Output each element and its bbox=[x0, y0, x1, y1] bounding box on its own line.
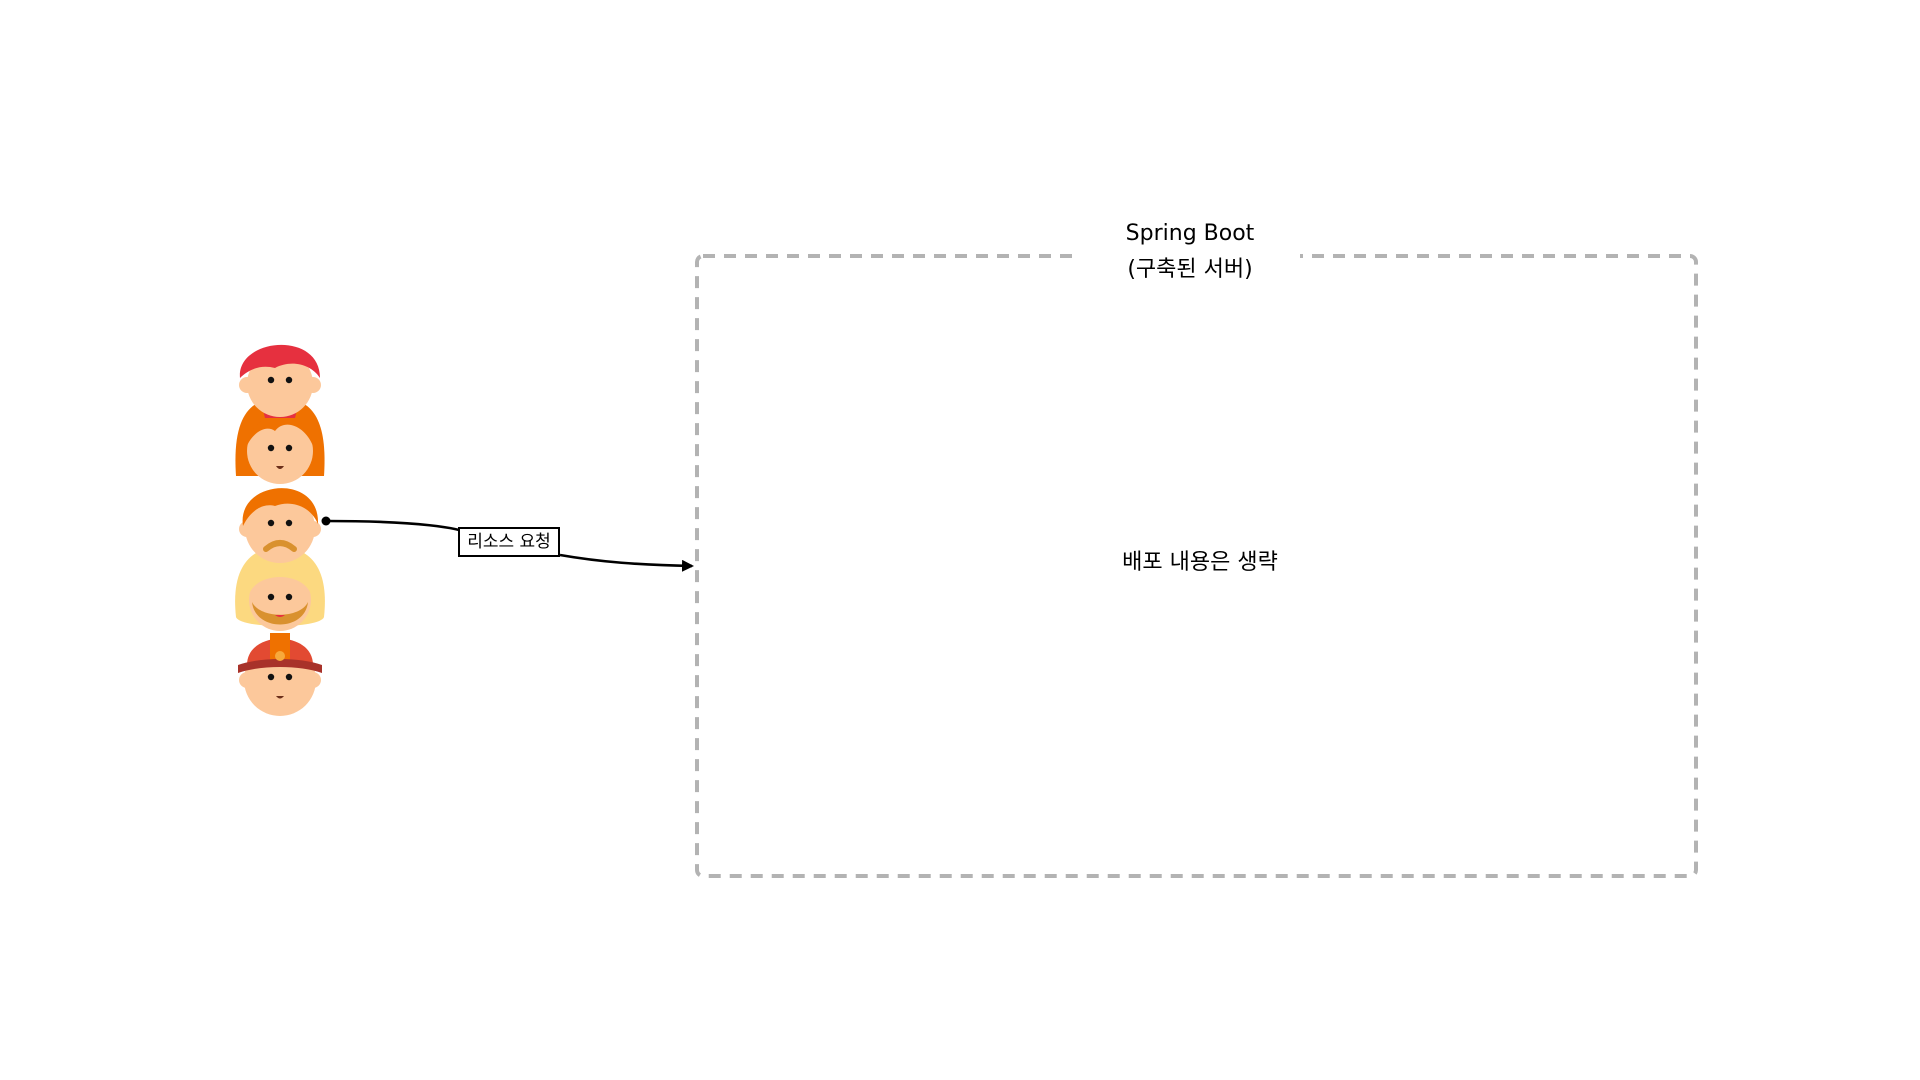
users-group[interactable] bbox=[235, 344, 325, 716]
user-orange-hair-frown-icon bbox=[239, 488, 321, 563]
server-title-line2: (구축된 서버) bbox=[1127, 257, 1253, 282]
server-title-line1: Spring Boot bbox=[1125, 221, 1255, 246]
user-orange-long-hair-icon bbox=[235, 398, 325, 484]
user-red-cap-icon bbox=[238, 633, 322, 716]
server-box-title: Spring Boot (구축된 서버) bbox=[1080, 216, 1300, 288]
server-box-content: 배포 내용은 생략 bbox=[1122, 550, 1278, 575]
request-edge-label[interactable]: 리소스 요청 bbox=[458, 527, 560, 557]
user-blonde-bearded-icon bbox=[235, 547, 325, 631]
user-red-hair-icon bbox=[239, 344, 321, 418]
connector-start-dot bbox=[321, 516, 331, 526]
